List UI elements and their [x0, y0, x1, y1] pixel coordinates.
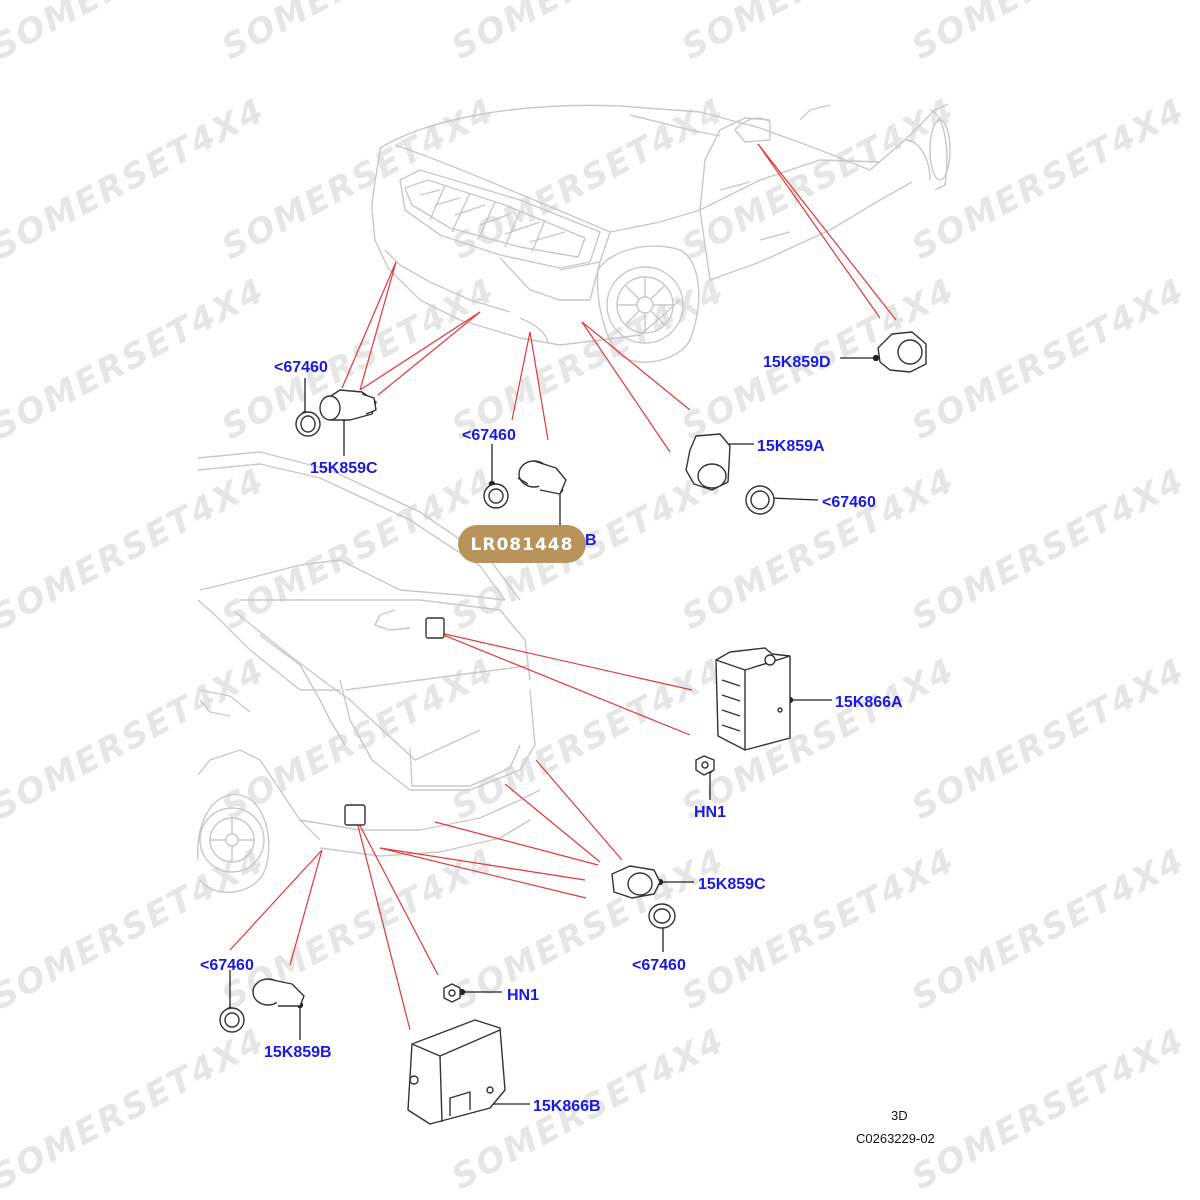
parking-sensor-front-center [517, 460, 567, 495]
sensor-clip-front-right [745, 485, 775, 515]
hex-nut-b [443, 983, 461, 1003]
label-rear-right-clip: <67460 [632, 957, 686, 974]
parking-sensor-mirror [877, 331, 927, 373]
label-nut-a: HN1 [694, 804, 726, 821]
reference-block: 3D C0263229-02 [856, 1108, 935, 1146]
watermark: SOMERSET4X4 [0, 1020, 272, 1198]
view-label: 3D [891, 1108, 908, 1123]
hex-nut-a [695, 755, 715, 776]
label-module-b: 15K866B [533, 1098, 601, 1115]
parking-sensor-rear-right [611, 865, 661, 899]
watermark: SOMERSET4X4 [905, 1020, 1191, 1198]
sensor-clip-front-left [295, 411, 321, 437]
front-vehicle-illustration [371, 103, 951, 363]
label-front-center-clip: <67460 [462, 427, 516, 444]
label-front-right-sensor: 15K859A [757, 438, 825, 455]
control-module-a [715, 647, 791, 751]
parking-sensor-rear-left [252, 978, 305, 1007]
leader-lines [229, 143, 897, 1031]
rear-vehicle-illustration [197, 451, 541, 894]
label-rear-left-sensor: 15K859B [264, 1044, 332, 1061]
label-rear-left-clip: <67460 [200, 957, 254, 974]
label-front-left-sensor: 15K859C [310, 460, 378, 477]
control-module-b [407, 1019, 506, 1125]
part-number-badge: LR081448 [458, 525, 586, 563]
part-labels: <67460 15K859C <67460 B 15K859A <67460 1… [200, 354, 903, 1115]
label-front-right-clip: <67460 [822, 494, 876, 511]
sensor-clip-front-center [483, 483, 509, 509]
label-front-center-sensor: B [585, 532, 597, 549]
label-rear-right-sensor: 15K859C [698, 876, 766, 893]
parts-layer [219, 331, 927, 1125]
watermark: SOMERSET4X4 [905, 0, 1191, 68]
illustration-code: C0263229-02 [856, 1131, 935, 1146]
parking-sensor-front-right [685, 433, 731, 491]
sensor-clip-rear-left [219, 1007, 245, 1033]
label-mirror-sensor: 15K859D [763, 354, 831, 371]
sensor-clip-rear-right [648, 903, 676, 929]
label-front-left-clip: <67460 [274, 359, 328, 376]
part-number-text: LR081448 [471, 535, 574, 555]
label-module-a: 15K866A [835, 694, 903, 711]
parking-sensor-front-left [319, 389, 377, 421]
label-nut-b: HN1 [507, 987, 539, 1004]
bracket-rear [344, 617, 445, 826]
